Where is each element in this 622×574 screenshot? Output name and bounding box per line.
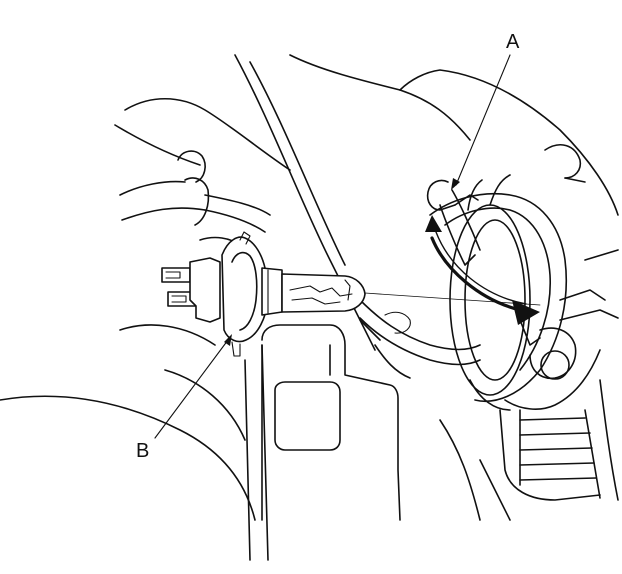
halogen-bulb [161,231,541,357]
release-arrow [425,215,541,346]
retaining-spring-clip [426,179,481,266]
lower-bracket [261,324,401,521]
label-b: B [136,440,149,462]
leader-line-b [154,339,229,439]
leader-line-a [455,54,511,186]
wire-harness [359,299,481,379]
vehicle-body-outline [0,54,619,561]
leader-lines [154,54,511,439]
label-a: A [506,31,520,53]
headlight-housing [429,174,619,521]
